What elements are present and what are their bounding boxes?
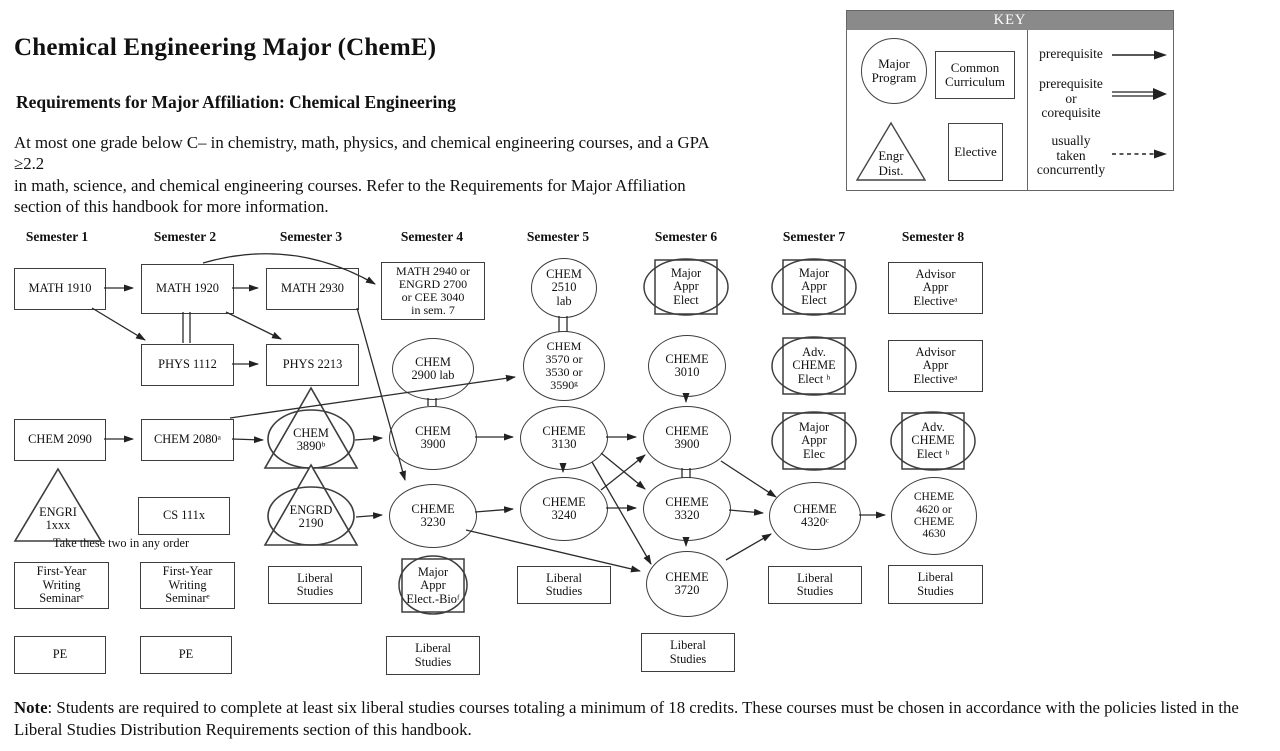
node-math-1910: MATH 1910 <box>14 268 106 310</box>
node-cheme-3230: CHEME 3230 <box>389 484 477 548</box>
node-chem-2510-lab: CHEM 2510 lab <box>531 258 597 318</box>
node-major-appr-elect-bio-s4: Major Appr Elect.-Bioᶠ <box>398 555 468 617</box>
node-math-2930: MATH 2930 <box>266 268 359 310</box>
node-liberal-studies-s8: Liberal Studies <box>888 565 983 604</box>
key-divider <box>1027 30 1028 190</box>
node-cheme-3900: CHEME 3900 <box>643 406 731 470</box>
node-chem-3570-or-3530-or-3590: CHEM 3570 or 3530 or 3590ᵍ <box>523 331 605 401</box>
page-title: Chemical Engineering Major (ChemE) <box>14 34 437 61</box>
triangle-circle-icon <box>263 463 359 546</box>
node-engrd-2190-label: ENGRD 2190 <box>289 502 333 530</box>
node-cheme-3130: CHEME 3130 <box>520 406 608 470</box>
node-cs-111x: CS 111x <box>138 497 230 535</box>
node-adv-cheme-elect-s8: Adv. CHEME Elect ʰ <box>890 409 976 473</box>
node-advisor-appr-elective-s8-2: Advisor Appr Electiveᵃ <box>888 340 983 392</box>
node-major-appr-elect-s7: Major Appr Elect <box>771 256 857 318</box>
semester-7-header: Semester 7 <box>782 229 846 244</box>
node-liberal-studies-s5: Liberal Studies <box>517 566 611 604</box>
affiliation-heading: Requirements for Major Affiliation: Chem… <box>16 92 456 112</box>
circle-square-icon <box>890 411 976 471</box>
node-pe-s1: PE <box>14 636 106 674</box>
affiliation-paragraph: At most one grade below C– in chemistry,… <box>14 133 709 216</box>
node-phys-1112: PHYS 1112 <box>141 344 234 386</box>
semester-6-header: Semester 6 <box>654 229 718 244</box>
node-major-appr-elect-s7-label: Major Appr Elect <box>798 265 830 307</box>
key-common-curriculum-box: Common Curriculum <box>935 51 1015 99</box>
note-label: Note <box>14 698 48 717</box>
key-prereq-or-coreq-label: prerequisite or corequisite <box>1039 76 1103 121</box>
node-first-year-writing-seminar-s2: First-Year Writing Seminarᵉ <box>140 562 235 609</box>
key-title: KEY <box>847 11 1173 30</box>
circle-square-icon <box>771 411 857 471</box>
key-legend: KEY Major Program Common Curriculum Engr… <box>846 10 1174 191</box>
node-major-appr-elect-s6: Major Appr Elect <box>643 256 729 318</box>
node-liberal-studies-s6: Liberal Studies <box>641 633 735 672</box>
node-first-year-writing-seminar-s1: First-Year Writing Seminarᵉ <box>14 562 109 609</box>
prerequisite-arrow-icon <box>1112 50 1167 60</box>
semester-2-header: Semester 2 <box>153 229 217 244</box>
node-chem-2080: CHEM 2080ᵃ <box>141 419 234 461</box>
concurrent-arrow-icon <box>1112 149 1167 159</box>
node-cheme-4620-or-4630: CHEME 4620 or CHEME 4630 <box>891 477 977 555</box>
node-phys-2213: PHYS 2213 <box>266 344 359 386</box>
liberal-studies-note: Note: Students are required to complete … <box>14 697 1272 741</box>
node-cheme-4320: CHEME 4320ᶜ <box>769 482 861 550</box>
prereq-or-coreq-arrow-icon <box>1112 88 1167 100</box>
node-pe-s2: PE <box>140 636 232 674</box>
take-two-any-order-note: Take these two in any order <box>53 536 190 550</box>
node-chem-2090: CHEM 2090 <box>14 419 106 461</box>
node-adv-cheme-elect-s8-label: Adv. CHEME Elect ʰ <box>911 419 955 461</box>
circle-square-icon <box>771 258 857 316</box>
node-liberal-studies-s7: Liberal Studies <box>768 566 862 604</box>
circle-square-icon <box>771 336 857 396</box>
node-math-2940-or-engrd-2700-or-cee-3040: MATH 2940 or ENGRD 2700 or CEE 3040 in s… <box>381 262 485 320</box>
node-major-appr-elec-s7-label: Major Appr Elec <box>798 419 830 461</box>
semester-1-header: Semester 1 <box>25 229 89 244</box>
node-liberal-studies-s4: Liberal Studies <box>386 636 480 675</box>
node-cheme-3720: CHEME 3720 <box>646 551 728 617</box>
semester-5-header: Semester 5 <box>526 229 590 244</box>
key-major-program-circle: Major Program <box>861 38 927 104</box>
node-advisor-appr-elective-s8-1: Advisor Appr Electiveᵃ <box>888 262 983 314</box>
semester-3-header: Semester 3 <box>279 229 343 244</box>
triangle-icon <box>13 467 103 542</box>
semester-4-header: Semester 4 <box>400 229 464 244</box>
node-major-appr-elect-s6-label: Major Appr Elect <box>670 265 702 307</box>
node-chem-3890: CHEM 3890ᵇ <box>258 386 364 470</box>
node-cheme-3320: CHEME 3320 <box>643 477 731 541</box>
key-engr-dist-label: Engr Dist. <box>878 148 904 178</box>
semester-8-header: Semester 8 <box>901 229 965 244</box>
node-major-appr-elec-s7: Major Appr Elec <box>771 409 857 473</box>
node-chem-3900: CHEM 3900 <box>389 406 477 470</box>
key-concurrent-label: usually taken concurrently <box>1036 133 1106 178</box>
key-elective-box: Elective <box>948 123 1003 181</box>
node-chem-3890-label: CHEM 3890ᵇ <box>293 425 329 453</box>
node-adv-cheme-elect-s7: Adv. CHEME Elect ʰ <box>771 334 857 398</box>
circle-square-icon <box>398 555 468 615</box>
node-engrd-2190: ENGRD 2190 <box>258 463 364 547</box>
triangle-icon <box>855 121 927 181</box>
note-text: : Students are required to complete at l… <box>14 698 1239 739</box>
node-cheme-3240: CHEME 3240 <box>520 477 608 541</box>
key-engr-dist-triangle: Engr Dist. <box>854 121 928 183</box>
node-liberal-studies-s3: Liberal Studies <box>268 566 362 604</box>
circle-square-icon <box>643 258 729 316</box>
node-adv-cheme-elect-s7-label: Adv. CHEME Elect ʰ <box>792 344 836 386</box>
node-engri-1xxx: ENGRI 1xxx <box>12 466 104 544</box>
node-major-appr-elect-bio-s4-label: Major Appr Elect.-Bioᶠ <box>406 564 460 606</box>
node-engri-1xxx-label: ENGRI 1xxx <box>39 504 77 532</box>
node-chem-2900-lab: CHEM 2900 lab <box>392 338 474 400</box>
key-prerequisite-label: prerequisite <box>1039 46 1103 61</box>
node-math-1920: MATH 1920 <box>141 264 234 314</box>
node-cheme-3010: CHEME 3010 <box>648 335 726 397</box>
